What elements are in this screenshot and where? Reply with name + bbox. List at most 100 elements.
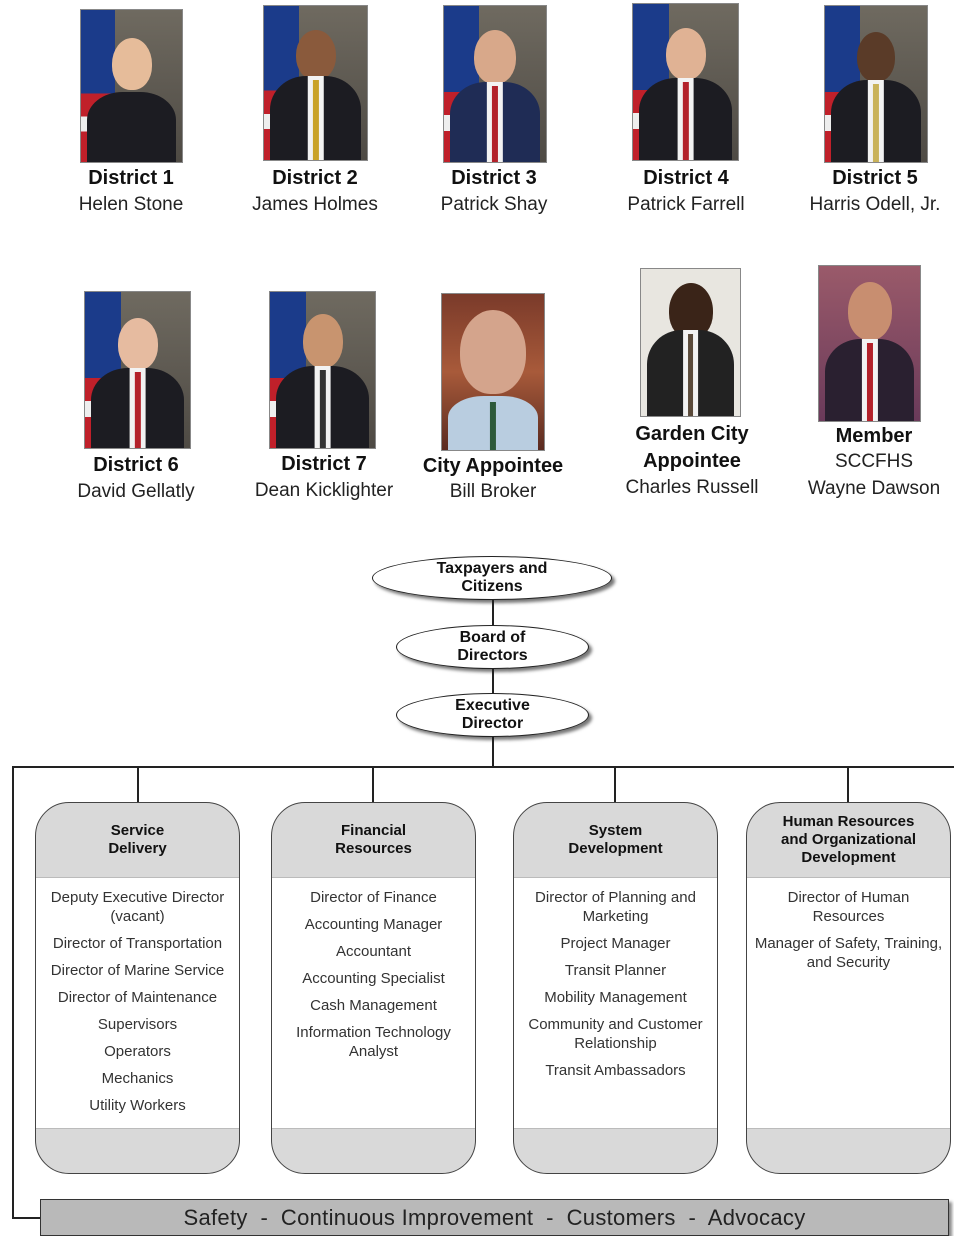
member-title: City Appointee bbox=[422, 455, 564, 477]
position-item: Accounting Manager bbox=[304, 916, 443, 933]
position-item: Director of Planning and Marketing bbox=[535, 889, 696, 925]
connector bbox=[614, 766, 616, 802]
connector bbox=[492, 669, 494, 693]
member-title: District 2 bbox=[272, 167, 358, 189]
member-photo bbox=[632, 3, 739, 161]
node-label: Taxpayers and bbox=[436, 560, 548, 577]
member-title-line2: Appointee bbox=[643, 450, 741, 472]
board-member-garden-city-appointee: Garden City Appointee Charles Russell bbox=[612, 264, 772, 504]
title-line: Financial bbox=[340, 822, 407, 839]
member-name: James Holmes bbox=[252, 194, 378, 215]
title-line: and Organizational bbox=[780, 831, 916, 848]
position-item: Project Manager bbox=[560, 935, 671, 952]
position-item: Supervisors bbox=[97, 1016, 178, 1033]
node-label: Board of bbox=[459, 629, 526, 646]
title-line: Development bbox=[568, 840, 663, 857]
node-label: Citizens bbox=[461, 578, 523, 595]
member-photo bbox=[640, 268, 741, 417]
title-line: Resources bbox=[335, 840, 412, 857]
member-photo bbox=[80, 9, 183, 163]
position-item: Manager of Safety, Training, and Securit… bbox=[754, 935, 943, 971]
connector bbox=[847, 766, 849, 802]
board-member-city-appointee: City Appointee Bill Broker bbox=[412, 290, 574, 510]
member-title: District 6 bbox=[93, 454, 179, 476]
member-name: Patrick Farrell bbox=[627, 194, 745, 215]
member-photo bbox=[824, 5, 928, 163]
member-title: District 4 bbox=[643, 167, 729, 189]
member-title: District 5 bbox=[832, 167, 918, 189]
board-member-district-1: District 1 Helen Stone bbox=[66, 0, 196, 220]
position-item: Mechanics bbox=[101, 1070, 174, 1087]
position-item: Director of Maintenance bbox=[57, 989, 218, 1006]
position-item: Utility Workers bbox=[89, 1097, 186, 1114]
position-item: Director of Finance bbox=[310, 889, 437, 906]
member-name: David Gellatly bbox=[77, 481, 195, 502]
member-name: Helen Stone bbox=[78, 194, 184, 215]
connector bbox=[12, 766, 14, 1218]
department-positions: Director of Finance Accounting Manager A… bbox=[272, 877, 475, 1129]
title-line: System bbox=[588, 822, 643, 839]
position-item: Information Technology Analyst bbox=[296, 1024, 451, 1060]
position-item: Cash Management bbox=[310, 997, 437, 1014]
connector bbox=[12, 766, 954, 768]
board-member-district-2: District 2 James Holmes bbox=[240, 0, 390, 220]
node-label: Directors bbox=[457, 647, 528, 664]
connector bbox=[12, 1217, 42, 1219]
position-item: Accounting Specialist bbox=[302, 970, 445, 987]
department-positions: Deputy Executive Director (vacant) Direc… bbox=[36, 877, 239, 1129]
position-item: Operators bbox=[104, 1043, 171, 1060]
title-line: Development bbox=[801, 849, 896, 866]
core-values-bar: Safety - Continuous Improvement - Custom… bbox=[40, 1199, 949, 1236]
member-name: Harris Odell, Jr. bbox=[809, 194, 941, 215]
position-item: Director of Human Resources bbox=[787, 889, 910, 925]
title-line: Delivery bbox=[108, 840, 167, 857]
connector bbox=[137, 766, 139, 802]
department-positions: Director of Planning and Marketing Proje… bbox=[514, 877, 717, 1129]
board-member-district-4: District 4 Patrick Farrell bbox=[616, 0, 756, 220]
connector bbox=[492, 737, 494, 767]
member-photo bbox=[269, 291, 376, 449]
member-org: SCCFHS bbox=[834, 451, 914, 472]
position-item: Accountant bbox=[335, 943, 412, 960]
board-member-sccfhs: Member SCCFHS Wayne Dawson bbox=[798, 262, 950, 502]
node-label: Executive bbox=[455, 697, 530, 714]
board-member-district-7: District 7 Dean Kicklighter bbox=[244, 290, 404, 510]
member-name: Charles Russell bbox=[625, 477, 759, 498]
member-title: District 7 bbox=[281, 453, 367, 475]
board-member-district-6: District 6 David Gellatly bbox=[66, 290, 206, 510]
board-member-district-5: District 5 Harris Odell, Jr. bbox=[800, 0, 950, 220]
member-photo bbox=[443, 5, 547, 163]
node-label: Director bbox=[461, 715, 524, 732]
position-item: Director of Transportation bbox=[52, 935, 223, 952]
member-title: District 3 bbox=[451, 167, 537, 189]
member-name: Wayne Dawson bbox=[807, 478, 941, 499]
position-item: Transit Ambassadors bbox=[545, 1062, 686, 1079]
member-photo bbox=[818, 265, 921, 422]
member-name: Patrick Shay bbox=[440, 194, 548, 215]
member-photo bbox=[441, 293, 545, 451]
position-item: Director of Marine Service bbox=[50, 962, 225, 979]
position-item: Transit Planner bbox=[564, 962, 667, 979]
member-name: Bill Broker bbox=[449, 481, 537, 502]
connector bbox=[372, 766, 374, 802]
member-title: Member bbox=[835, 425, 913, 447]
position-item: Mobility Management bbox=[544, 989, 687, 1006]
member-title-line1: Garden City bbox=[635, 423, 749, 445]
position-item: Community and Customer Relationship bbox=[528, 1016, 703, 1052]
title-line: Human Resources bbox=[782, 813, 915, 830]
member-photo bbox=[263, 5, 368, 161]
member-photo bbox=[84, 291, 191, 449]
department-positions: Director of Human Resources Manager of S… bbox=[747, 877, 950, 1129]
connector bbox=[492, 600, 494, 625]
